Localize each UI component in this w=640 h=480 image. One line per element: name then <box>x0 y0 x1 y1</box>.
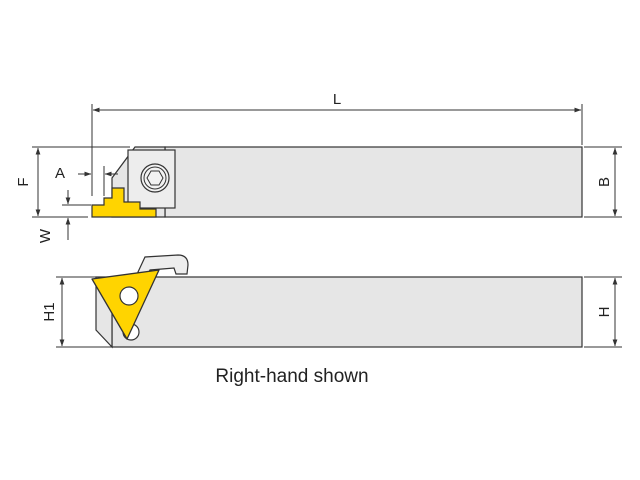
top-view-insert <box>91 187 157 218</box>
dim-label-H1: H1 <box>41 302 58 321</box>
dim-label-L: L <box>333 91 341 108</box>
clamp-screw-icon <box>140 163 170 193</box>
clamp-finger <box>137 254 189 279</box>
dim-label-B: B <box>596 177 613 187</box>
dim-label-F: F <box>15 177 32 186</box>
dim-label-A: A <box>55 165 65 182</box>
dim-label-H: H <box>596 307 613 318</box>
dimension-lines <box>32 104 622 348</box>
top-view-shank <box>164 146 583 218</box>
side-view-shank <box>111 276 583 348</box>
insert-center-hole-icon <box>119 286 139 306</box>
dim-label-W: W <box>37 228 54 243</box>
top-view <box>91 146 583 218</box>
caption: Right-hand shown <box>215 366 368 387</box>
side-view <box>91 254 583 349</box>
